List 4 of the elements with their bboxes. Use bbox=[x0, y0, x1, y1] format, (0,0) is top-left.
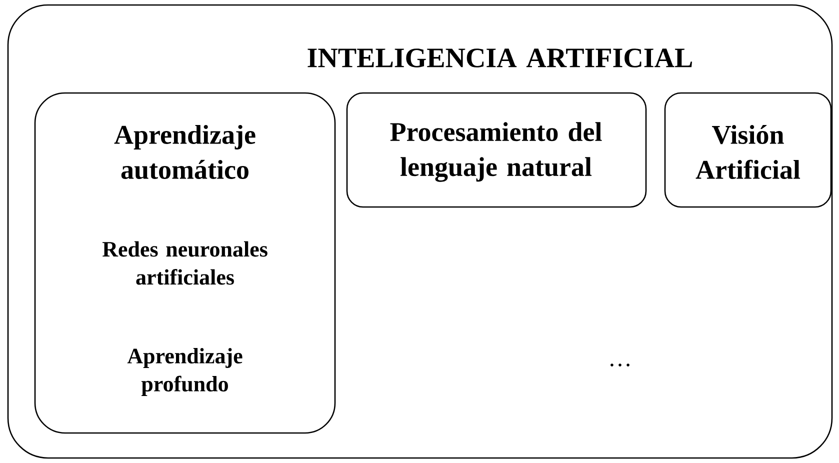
category-box: Aprendizaje automático Redes neuronales artificiales Aprendizaje profundo bbox=[34, 92, 336, 434]
category-box: Procesamiento del lenguaje natural bbox=[346, 92, 647, 208]
ellipsis-label: … bbox=[610, 364, 630, 366]
category-box: Visión Artificial bbox=[664, 92, 832, 208]
